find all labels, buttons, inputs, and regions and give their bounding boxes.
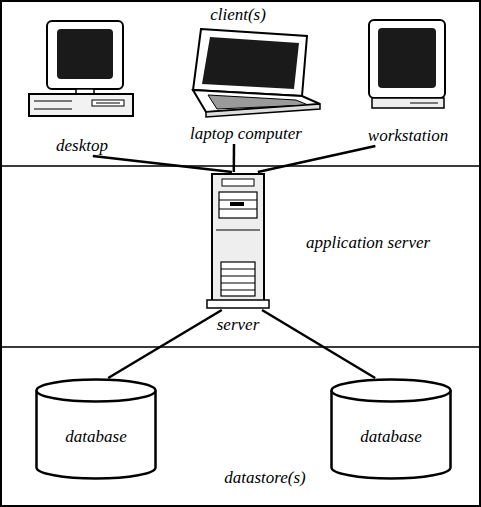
workstation-icon-part (372, 98, 444, 108)
connector-line (108, 310, 222, 378)
desktop-icon-part (47, 21, 123, 89)
cylinder-top (332, 380, 451, 402)
workstation-icon-part (410, 103, 438, 104)
tier-label: client(s) (210, 5, 266, 25)
node-label: database (360, 427, 421, 447)
server-tower-icon-part (222, 179, 254, 186)
connector-line (233, 144, 236, 172)
desktop-icon-part (34, 109, 72, 110)
tier-band: datastore(s) database database (0, 348, 481, 507)
database-cylinder: database (35, 378, 157, 480)
tier-band: client(s) desktop laptop computer workstati… (0, 0, 481, 167)
connector-line (262, 310, 375, 378)
server-tower-icon-part (221, 262, 255, 296)
server-tower-icon-part (219, 209, 257, 210)
laptop-icon-part (206, 104, 320, 117)
server-tower-icon-part (221, 276, 255, 277)
desktop-icon-part (92, 100, 124, 106)
tier-label: datastore(s) (224, 468, 306, 488)
server-tower-icon-part (219, 192, 257, 218)
database-cylinder: database (330, 378, 452, 480)
cylinder-top (37, 380, 156, 402)
connector-line (258, 146, 376, 172)
node-label: laptop computer (190, 124, 302, 144)
client-node: desktop (28, 18, 136, 156)
server-node: server (208, 172, 268, 310)
desktop-icon-part (57, 29, 113, 79)
server-tower-icon-part (212, 174, 264, 302)
desktop-icon-part (96, 103, 120, 104)
workstation-icon (369, 20, 445, 108)
server-tower-icon-part (221, 290, 255, 291)
client-node: laptop computer (178, 24, 318, 144)
connector-line (93, 156, 232, 172)
laptop-icon (193, 29, 320, 117)
laptop-icon-part (202, 37, 299, 89)
workstation-icon-part (378, 28, 436, 88)
server-tower-icon-part (216, 230, 260, 231)
server-tower-icon-part (230, 202, 244, 206)
laptop-icon-part (193, 29, 307, 96)
server-tower-icon-part (221, 283, 255, 284)
node-label: workstation (368, 126, 448, 146)
node-label: desktop (56, 136, 108, 156)
tier-band: application server server (0, 167, 481, 348)
tier-label: application server (306, 233, 430, 253)
desktop-icon (29, 21, 133, 116)
server-tower-icon-part (207, 300, 269, 308)
server-tower-icon (207, 174, 269, 308)
node-label: server (217, 315, 259, 335)
cylinder-body (332, 391, 451, 479)
node-label: database (65, 427, 126, 447)
server-tower-icon-part (219, 200, 257, 201)
desktop-icon-part (29, 94, 133, 116)
server-tower-icon-part (221, 269, 255, 270)
desktop-icon-part (34, 101, 72, 102)
cylinder-body (37, 391, 156, 479)
client-node: workstation (360, 18, 456, 146)
workstation-icon-part (369, 20, 445, 98)
